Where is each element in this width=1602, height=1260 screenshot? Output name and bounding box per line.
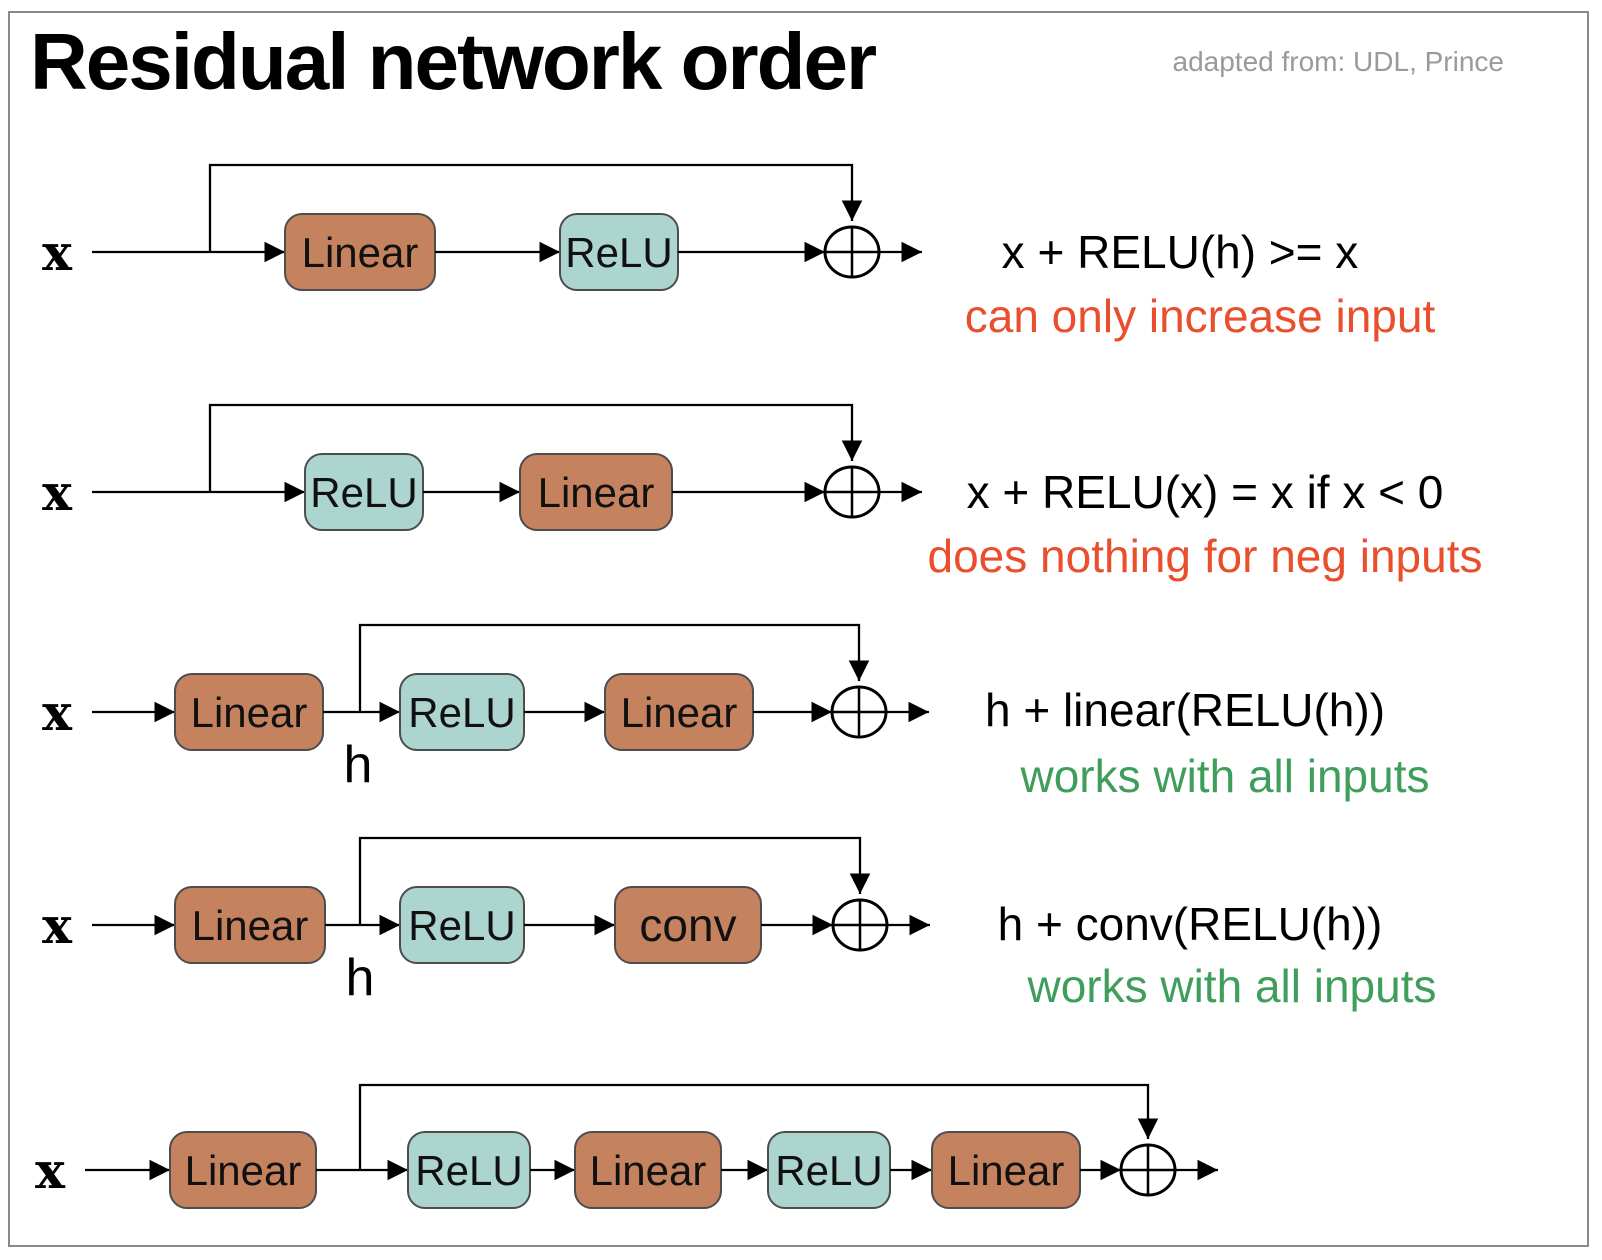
linear-block-label: Linear (621, 689, 738, 736)
input-label: x (42, 683, 73, 742)
relu-block-label: ReLU (565, 229, 672, 276)
note-text: works with all inputs (1019, 750, 1429, 802)
hidden-label: h (346, 949, 375, 1007)
slide-border (8, 11, 1589, 1247)
formula-text: h + conv(RELU(h)) (998, 898, 1383, 950)
skip-connection (208, 403, 863, 492)
relu-block-label: ReLU (775, 1147, 882, 1194)
input-label: x (42, 223, 73, 282)
formula-text: x + RELU(x) = x if x < 0 (967, 466, 1444, 518)
hidden-label: h (344, 736, 373, 794)
residual-variant-2: x ReLU Linear x + RELU(x) = x if x < 0 d… (42, 403, 1483, 582)
relu-block-label: ReLU (415, 1147, 522, 1194)
linear-block-label: Linear (590, 1147, 707, 1194)
residual-variant-1: x Linear ReLU x + RELU(h) >= x can only … (42, 163, 1436, 342)
note-text: can only increase input (965, 290, 1436, 342)
linear-block-label: Linear (192, 902, 309, 949)
skip-connection (358, 836, 871, 925)
input-label: x (42, 463, 73, 522)
linear-block-label: Linear (185, 1147, 302, 1194)
sum-node (831, 898, 889, 952)
linear-block-label: Linear (191, 689, 308, 736)
input-label: x (42, 896, 73, 955)
skip-connection (208, 163, 863, 252)
skip-connection (358, 1083, 1159, 1170)
linear-block-label: Linear (948, 1147, 1065, 1194)
note-text: does nothing for neg inputs (928, 530, 1483, 582)
page-title: Residual network order (30, 17, 877, 106)
sum-node (1119, 1143, 1177, 1197)
sum-node (823, 225, 881, 279)
linear-block-label: Linear (538, 469, 655, 516)
residual-variant-5: x Linear ReLU Linear ReLU Linear (35, 1083, 1218, 1209)
relu-block-label: ReLU (310, 469, 417, 516)
relu-block-label: ReLU (408, 902, 515, 949)
relu-block-label: ReLU (408, 689, 515, 736)
conv-block-label: conv (639, 899, 736, 951)
input-label: x (35, 1141, 66, 1200)
sum-node (830, 685, 888, 739)
skip-connection (358, 623, 870, 712)
sum-node (823, 465, 881, 519)
residual-variant-4: x Linear h ReLU conv h + conv(RELU(h)) w… (42, 836, 1437, 1012)
attribution-text: adapted from: UDL, Prince (1172, 46, 1505, 77)
note-text: works with all inputs (1026, 960, 1436, 1012)
linear-block-label: Linear (302, 229, 419, 276)
formula-text: x + RELU(h) >= x (1002, 226, 1359, 278)
residual-variant-3: x Linear h ReLU Linear h + linear(RELU(h… (42, 623, 1430, 802)
formula-text: h + linear(RELU(h)) (985, 684, 1385, 736)
